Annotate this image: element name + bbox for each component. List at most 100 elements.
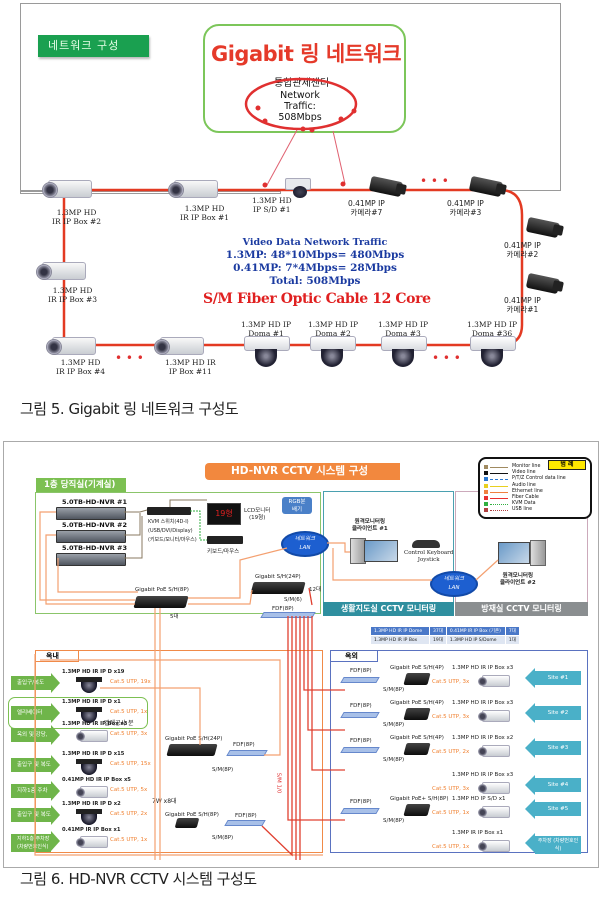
nvr-1 [56, 507, 126, 520]
switch-24p-label: Gigabit S/H(24P) [255, 574, 301, 580]
site-camera-label: 1.3MP HD IR IP Box x2 [452, 735, 514, 741]
keyboard-icon [207, 536, 243, 544]
legend-line-sample [490, 510, 508, 512]
site-fdf-label: FDF(8P) [350, 738, 372, 744]
info-line: 0.41MP: 7*4Mbps= 28Mbps [233, 262, 397, 274]
dome-camera-icon [76, 809, 102, 825]
legend-item: Ethernet line [484, 489, 584, 495]
nvr-label: 5.0TB-HD-NVR #2 [62, 521, 127, 529]
site-camera-icon [478, 805, 510, 821]
camera-dome-1 [244, 336, 290, 374]
control-center-label: 통합관제센터 [274, 78, 330, 89]
legend-line-sample [490, 467, 508, 468]
legend-label: USB line [512, 507, 533, 513]
site-poe-switch [403, 804, 431, 816]
cable-label: Cat.5 UTP, 2x [110, 811, 148, 817]
nvr-label: 5.0TB-HD-NVR #3 [62, 544, 127, 552]
cable-label: Cat.5 UTP, 1x [110, 709, 148, 715]
info-line: Total: 508Mbps [269, 275, 361, 287]
pc-monitor-icon [364, 540, 398, 562]
indoor-fdf-label: FDF(8P) [233, 742, 255, 748]
camera-speed-dome-1 [283, 174, 313, 202]
site-sm-label: S/M(8P) [383, 818, 405, 824]
ring-title: Gigabit 링 네트워크 [211, 42, 402, 66]
site-fdf [340, 677, 380, 683]
room-label: 1층 당직실(기계실) [36, 478, 126, 492]
legend-label: P/T/Z Control data line [512, 476, 566, 482]
indoor-fdf-1 [226, 750, 268, 756]
site-cable-label: Cat.5 UTP, 1x [432, 810, 470, 816]
legend-line-sample [490, 504, 508, 506]
site-camera-icon [478, 744, 510, 760]
site-cable-label: Cat.5 UTP, 3x [432, 714, 470, 720]
legend-swatch [484, 465, 488, 469]
legend-item: Monitor line [484, 464, 584, 470]
gigabit-poe-switch-8p [133, 596, 189, 608]
legend-swatch [484, 483, 488, 488]
camera-box-3 [34, 260, 86, 282]
camera-dome-2 [310, 336, 356, 374]
site-camera-icon [478, 709, 510, 725]
camera-ip-1 [523, 272, 565, 295]
site-camera-icon [478, 781, 510, 797]
table-row: 1.3MP HD IR IP Dome 37대 0.41MP IR IP Box… [370, 626, 520, 636]
ellipsis-top: • • • [420, 174, 449, 188]
joystick-icon [412, 540, 440, 548]
lens-icon [42, 182, 58, 198]
site-cable-label: Cat.5 UTP, 3x [432, 679, 470, 685]
area-arrow: 지하1층 주차장 [11, 781, 60, 808]
legend-item: Audio line [484, 483, 584, 489]
dome-camera-icon [76, 677, 102, 693]
info-title: Video Data Network Traffic [242, 237, 388, 248]
area-arrow: 옥외 및 강당, 식당 [11, 725, 60, 752]
legend-item: KVM Data [484, 501, 584, 507]
site-arrow: Site #3 [525, 738, 581, 758]
site-fdf-label: FDF(8P) [350, 668, 372, 674]
traffic-line: Traffic: [284, 101, 316, 112]
site-poe-switch [403, 743, 431, 755]
legend-item: USB line [484, 507, 584, 513]
site-arrow: Site #4 [525, 775, 581, 795]
camera-label: 1.3MP HD IR IP Box x3 [62, 721, 128, 727]
camera-box-1 [166, 178, 218, 200]
indoor-fdf-label-2: FDF(8P) [235, 813, 257, 819]
traffic-line: Network [280, 90, 320, 101]
nvr-2 [56, 530, 126, 543]
site-arrow: Site #5 [525, 799, 581, 819]
info-line: 1.3MP: 48*10Mbps= 480Mbps [225, 249, 405, 261]
box-camera-icon [76, 785, 108, 801]
monitor-room-1-label: 생활지도실 CCTV 모니터링 [323, 602, 454, 616]
nvr-3 [56, 553, 126, 566]
site-cable-label: Cat.5 UTP, 1x [432, 844, 470, 850]
title-box [203, 24, 406, 133]
site-arrow: 주차장 (차량번호인식) [525, 833, 581, 854]
cable-label: Cat.5 UTP, 19x [110, 679, 151, 685]
nvr-title: HD-NVR CCTV 시스템 구성 [205, 463, 400, 480]
cable-label: Cat.5 UTP, 3x [110, 731, 148, 737]
section-label: 네트워크 구성 [38, 35, 149, 57]
legend-label: Fiber Cable [512, 495, 539, 500]
legend-label: Audio line [512, 482, 536, 488]
site-arrow: Site #1 [525, 668, 581, 688]
camera-label: 1.3MP HD IR IP D x19 [62, 669, 125, 675]
site-fdf [340, 808, 380, 814]
traffic-text: Network Traffic: 508Mbps [265, 90, 335, 123]
area-arrow: 출입구 및 복도 [11, 755, 60, 775]
monitor-room-2-label: 방재실 CCTV 모니터링 [455, 602, 588, 616]
camera-dome-36 [470, 336, 516, 374]
legend-swatch [484, 508, 488, 513]
site-cable-label: Cat.5 UTP, 3x [432, 786, 470, 792]
room-box [35, 492, 321, 614]
camera-label: 1.3MP HD IR IP D x2 [62, 801, 121, 807]
keyboard-label: 키보드/마우스 [207, 549, 240, 555]
camera-label: 0.41MP HD IR IP Box x5 [62, 777, 131, 783]
site-camera-icon [478, 839, 510, 855]
